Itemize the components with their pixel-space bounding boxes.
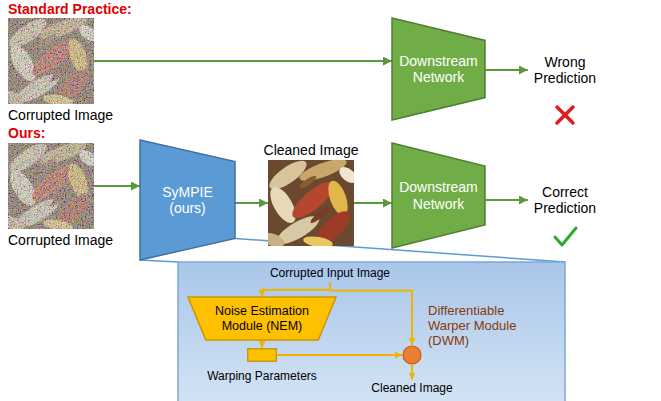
section-label: Ours: <box>8 125 45 141</box>
flow-arrow <box>277 354 402 356</box>
network-block: Downstream Network <box>392 143 485 248</box>
image-thumbnail: Corrupted Image <box>8 18 94 104</box>
flow-arrow <box>485 199 528 201</box>
flow-arrow <box>330 283 412 346</box>
flow-arrow <box>94 185 140 187</box>
node-text: SyMPIE (ours) <box>153 184 223 216</box>
io-text: Corrupted Input Image <box>264 265 396 283</box>
zoom-panel: Corrupted Input ImageNoise Estimation Mo… <box>178 262 565 401</box>
node-text: Downstream Network <box>396 53 482 85</box>
prediction-text: Wrong Prediction <box>528 52 602 88</box>
method-block: SyMPIE (ours) <box>140 140 235 260</box>
node-text: Cleaned Image <box>371 382 452 396</box>
node-caption: Corrupted Image <box>8 107 113 123</box>
noise-overlay <box>8 143 94 229</box>
flow-arrow <box>411 365 413 380</box>
io-text: Cleaned Image <box>365 380 458 398</box>
flow-arrow <box>262 283 330 298</box>
trapezoid-outline <box>392 143 485 248</box>
trapezoid-outline <box>392 18 485 120</box>
parameter-box: Warping Parameters <box>247 348 277 362</box>
node-text: Wrong Prediction <box>528 54 602 86</box>
corn-picture <box>260 155 360 250</box>
flow-arrow <box>485 69 528 71</box>
node-caption: Warping Parameters <box>207 370 317 384</box>
trapezoid-outline <box>188 297 336 340</box>
noise-overlay <box>8 18 94 104</box>
zoom-panel-fill <box>178 262 565 401</box>
node-caption: Corrupted Image <box>8 232 113 248</box>
corn-picture <box>0 13 100 108</box>
image-thumbnail: Corrupted Image <box>8 143 94 229</box>
node-caption: Differentiable Warper Module (DWM) <box>428 304 528 349</box>
cross-mark <box>557 107 573 123</box>
image-thumbnail: Cleaned Image <box>268 160 354 246</box>
prediction-text: Correct Prediction <box>528 182 602 218</box>
corn-picture <box>0 138 100 233</box>
circle-shape <box>402 345 422 365</box>
box-outline <box>248 349 277 362</box>
flow-arrow <box>354 202 392 204</box>
check-mark <box>555 228 576 245</box>
node-text: Noise Estimation Module (NEM) <box>200 304 325 333</box>
node-text: Corrupted Input Image <box>270 267 390 281</box>
flow-arrow <box>235 202 268 204</box>
node-text: Downstream Network <box>396 179 482 211</box>
warper-circle: Differentiable Warper Module (DWM) <box>402 345 422 365</box>
node-text: Correct Prediction <box>528 184 602 216</box>
section-label: Standard Practice: <box>8 1 132 17</box>
module-block: Noise Estimation Module (NEM) <box>188 297 336 340</box>
circle-outline <box>403 346 421 364</box>
node-caption: Cleaned Image <box>264 142 359 158</box>
zoom-line <box>140 260 178 262</box>
flow-arrow <box>261 340 263 348</box>
box-shape <box>247 348 277 362</box>
flow-arrow <box>94 60 392 62</box>
network-block: Downstream Network <box>392 18 485 120</box>
trapezoid-outline <box>140 140 235 260</box>
